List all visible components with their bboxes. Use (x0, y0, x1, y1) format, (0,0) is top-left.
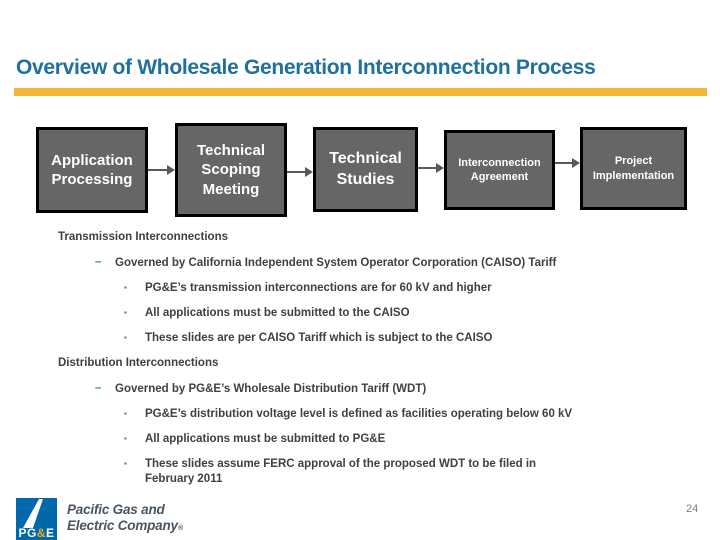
square-bullet-icon: ▪ (124, 434, 127, 443)
arrow-right-icon (418, 163, 444, 173)
bullet-text: All applications must be submitted to PG… (145, 433, 386, 445)
slide-title: Overview of Wholesale Generation Interco… (16, 56, 596, 79)
bullet-text: PG&E’s transmission interconnections are… (145, 282, 492, 294)
bullet-text: These slides are per CAISO Tariff which … (145, 332, 493, 344)
registered-mark: ® (177, 525, 183, 532)
company-line1: Pacific Gas and (67, 502, 165, 517)
flow-step-project-implementation: Project Implementation (580, 127, 687, 210)
flow-step-technical-studies: Technical Studies (313, 127, 418, 212)
heading-text: Transmission Interconnections (58, 231, 228, 243)
ampersand-orange: & (36, 526, 46, 540)
arrow-right-icon (555, 158, 580, 168)
bullet-text: All applications must be submitted to th… (145, 307, 410, 319)
bullet-text: These slides assume FERC approval of the… (145, 458, 537, 485)
square-bullet-icon: ▪ (124, 283, 127, 292)
bullet-text: PG&E’s distribution voltage level is def… (145, 408, 573, 420)
square-bullet-icon: ▪ (124, 333, 127, 342)
pge-logo-wordmark: PG&E (18, 526, 55, 540)
company-name: Pacific Gas and Electric Company® (67, 502, 183, 537)
pge-logo: PG&E (16, 498, 57, 540)
lightning-bolt-icon (23, 499, 43, 528)
sub-bullet-text: Governed by PG&E’s Wholesale Distributio… (115, 383, 427, 395)
flow-step-application-processing: Application Processing (36, 127, 148, 213)
company-line2: Electric Company (67, 518, 178, 533)
arrow-right-icon (148, 165, 175, 175)
dash-bullet-icon: – (95, 256, 102, 268)
flow-step-interconnection-agreement: Interconnection Agreement (444, 130, 555, 210)
flow-step-technical-scoping-meeting: Technical Scoping Meeting (175, 123, 287, 217)
square-bullet-icon: ▪ (124, 459, 127, 468)
sub-bullet-text: Governed by California Independent Syste… (115, 257, 557, 269)
arrow-right-icon (287, 167, 313, 177)
square-bullet-icon: ▪ (124, 409, 127, 418)
title-accent-bar (14, 88, 707, 96)
page-number: 24 (686, 503, 699, 515)
dash-bullet-icon: – (95, 382, 102, 394)
heading-text: Distribution Interconnections (58, 357, 219, 369)
square-bullet-icon: ▪ (124, 308, 127, 317)
